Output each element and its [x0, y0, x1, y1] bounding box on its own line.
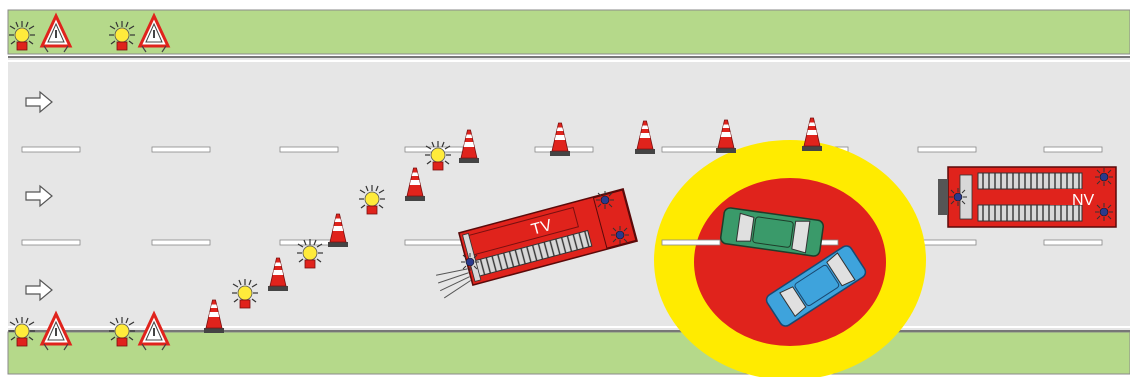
blue-light-icon: [460, 252, 480, 272]
blue-light-icon: [595, 190, 615, 210]
lane-marking-in-zone: [661, 239, 721, 246]
grass-verge-bottom: [7, 331, 1130, 375]
fire-truck-tv: TV: [435, 188, 639, 299]
crashed-car-blue: [765, 245, 867, 327]
blue-light-icon: [610, 225, 630, 245]
truck-label-tv: TV: [530, 217, 554, 239]
crashed-car-green: [720, 207, 824, 257]
blue-light-icon: [1094, 167, 1114, 187]
blue-light-icon: [948, 187, 968, 207]
grass-verge-top: [7, 9, 1130, 55]
fire-truck-nv: NV: [938, 166, 1117, 228]
blue-light-icon: [1094, 202, 1114, 222]
truck-label-nv: NV: [1072, 192, 1095, 209]
